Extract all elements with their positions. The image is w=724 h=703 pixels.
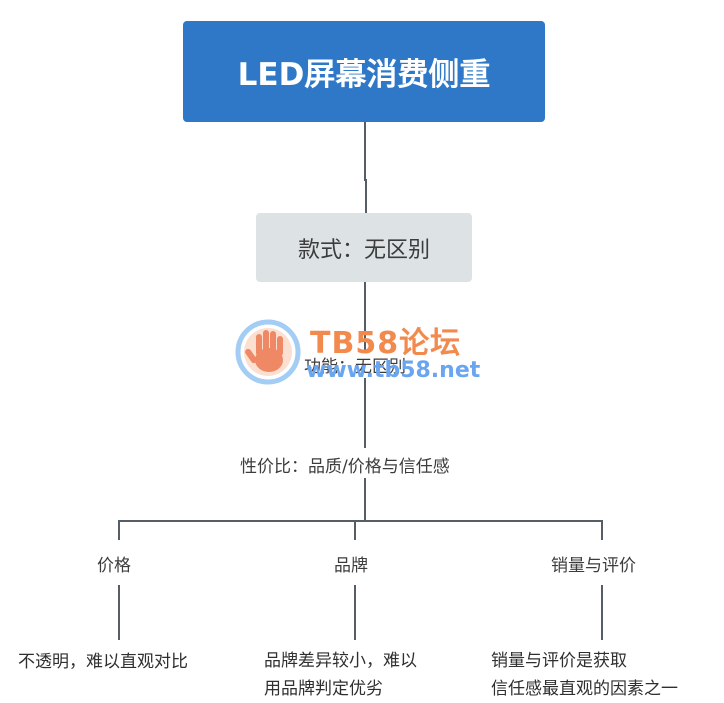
leaf-sales-line-1: 销量与评价是获取 xyxy=(491,651,627,671)
connector-root-to-style xyxy=(364,122,367,213)
style-label: 款式：无区别 xyxy=(297,237,430,263)
branch-sales-label: 销量与评价 xyxy=(551,556,636,576)
leaf-price: 不透明，难以直观对比 xyxy=(18,648,188,676)
root-label: LED屏幕消费侧重 xyxy=(237,57,491,93)
branch-price-label: 价格 xyxy=(97,556,131,576)
leaf-brand-line-1: 品牌差异较小，难以 xyxy=(264,651,417,671)
branch-brand-label: 品牌 xyxy=(334,556,368,576)
value-label: 性价比：品质/价格与信任感 xyxy=(240,457,450,477)
function-label: 功能：无区别 xyxy=(304,357,406,377)
leaf-brand: 品牌差异较小，难以 用品牌判定优劣 xyxy=(264,647,417,703)
leaf-sales-line-2: 信任感最直观的因素之一 xyxy=(491,679,678,699)
leaf-price-line-1: 不透明，难以直观对比 xyxy=(18,652,188,672)
root-node: LED屏幕消费侧重 xyxy=(183,21,545,122)
style-node: 款式：无区别 xyxy=(256,213,472,282)
leaf-brand-line-2: 用品牌判定优劣 xyxy=(264,679,383,699)
connector-split-bar xyxy=(118,520,603,540)
leaf-sales: 销量与评价是获取 信任感最直观的因素之一 xyxy=(491,647,678,703)
